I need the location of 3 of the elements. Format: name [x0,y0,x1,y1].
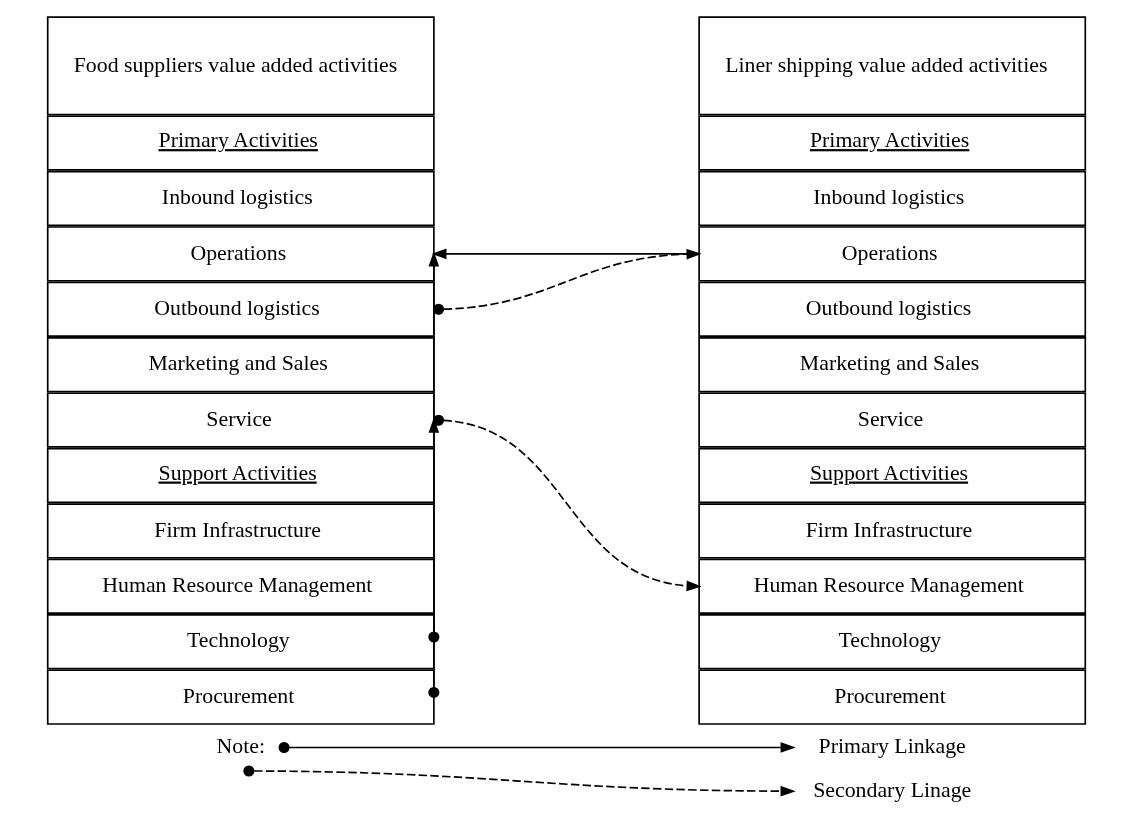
legend-label: Primary Linkage [818,734,966,759]
legend-label: Secondary Linage [813,777,972,802]
label: Note: [216,734,266,759]
